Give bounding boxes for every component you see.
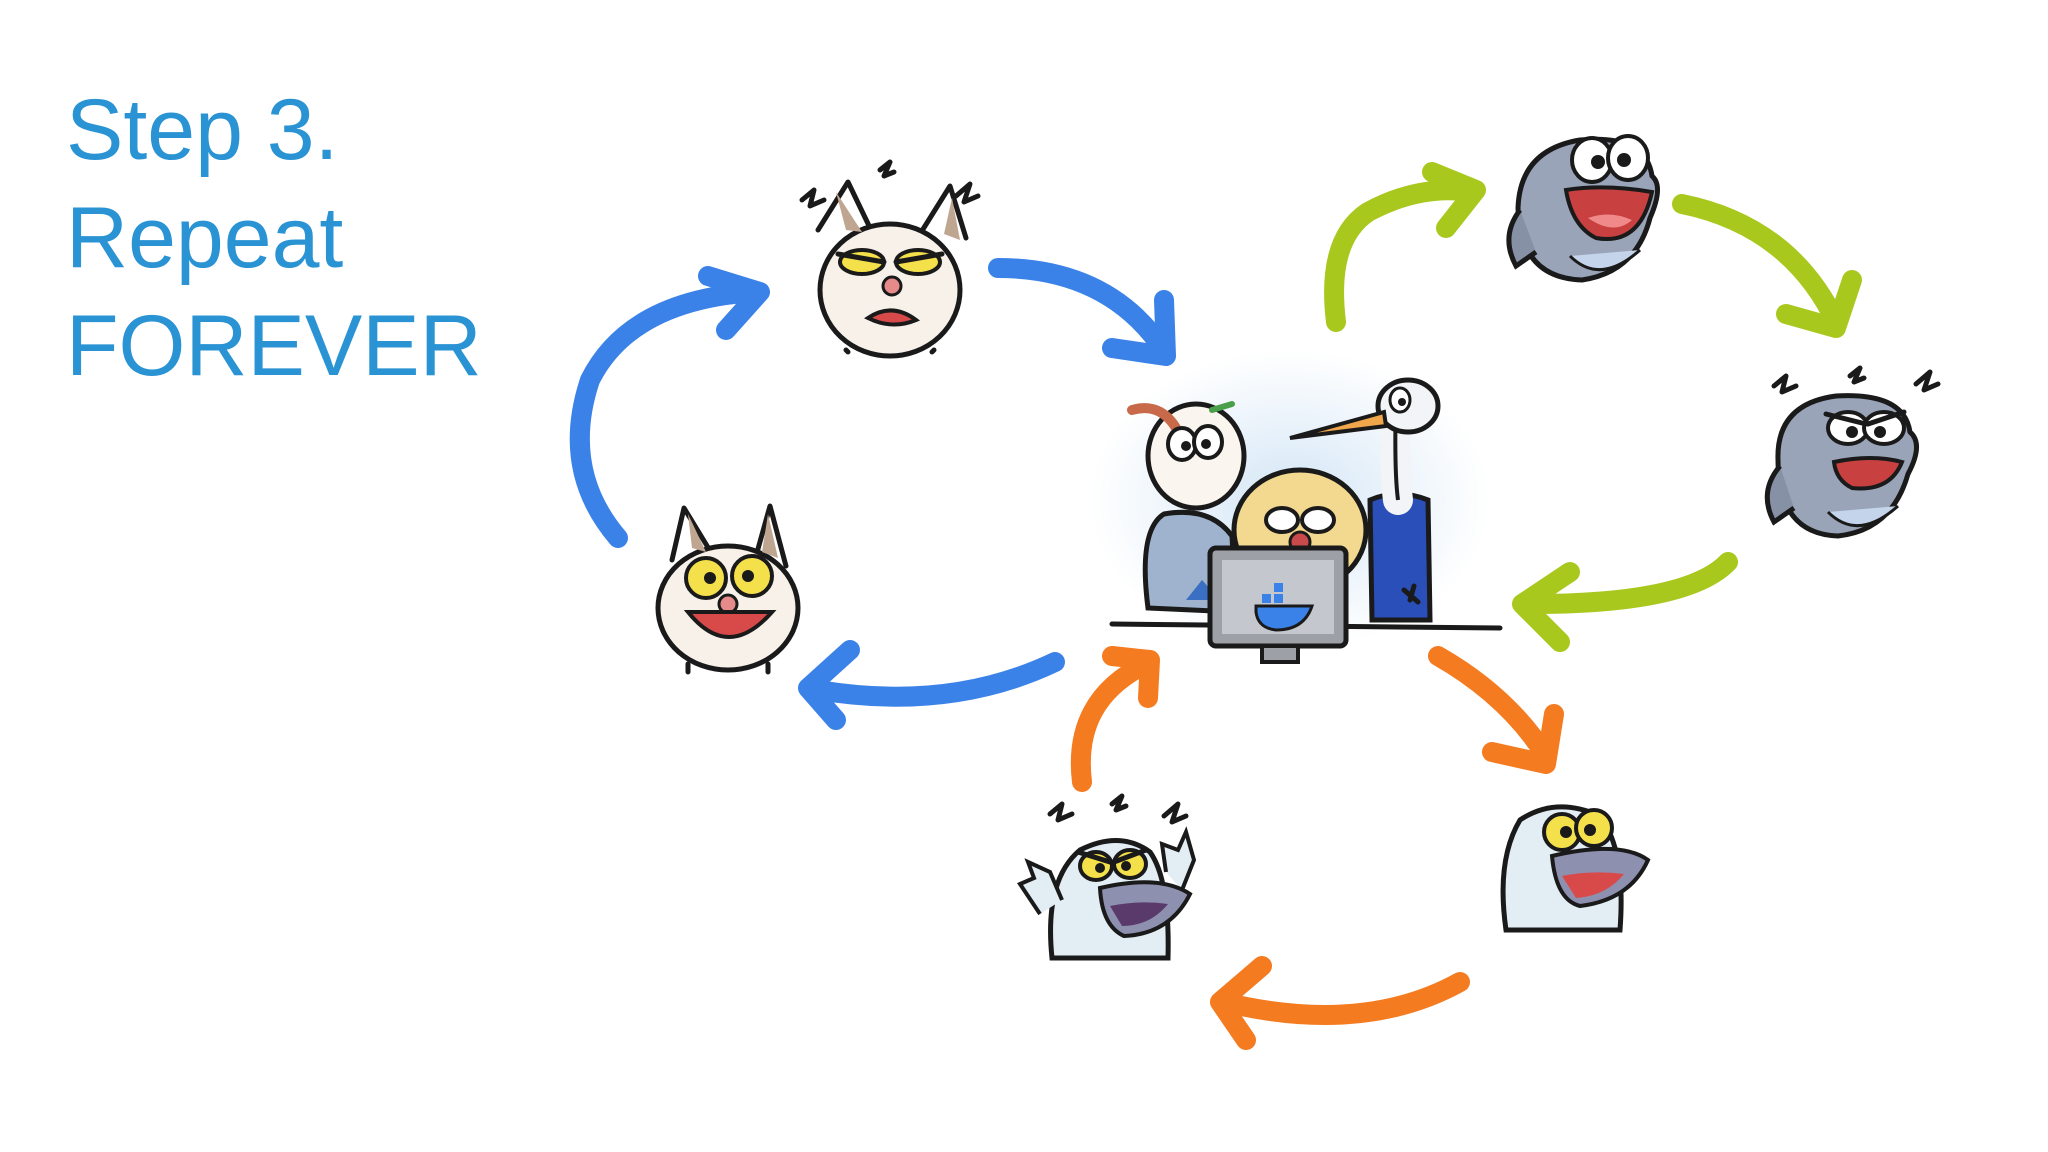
orange-arrow-bottom-head: [1210, 956, 1272, 1050]
green-arrow-right: [1672, 194, 1846, 332]
green-loop: [1324, 134, 1941, 652]
green-arrow-right-head: [1776, 270, 1862, 338]
orange-arrow-right-head: [1482, 704, 1564, 774]
green-arrow-up-head: [1422, 162, 1486, 238]
happy-bird-icon: [1500, 804, 1651, 933]
grumpy-cat-icon: [799, 159, 981, 359]
happy-fish-icon: [1506, 134, 1660, 283]
title-line-2: Repeat: [66, 190, 344, 286]
angry-fish-icon: [1764, 365, 1941, 539]
blue-arrow-top: [988, 258, 1175, 362]
blue-arrow-left-head: [698, 266, 770, 340]
orange-arrow-bottom: [1222, 972, 1470, 1025]
blue-arrow-top-head: [1102, 290, 1176, 366]
orange-arrow-up-head: [1102, 646, 1160, 708]
green-arrow-down: [1522, 552, 1738, 614]
slide-title: Step 3. Repeat FOREVER: [66, 76, 482, 400]
blue-arrow-bottom-head: [798, 640, 860, 730]
happy-cat-icon: [655, 503, 801, 675]
blue-loop: [569, 159, 1176, 730]
blue-arrow-bottom: [808, 652, 1065, 707]
green-arrow-up: [1324, 180, 1482, 332]
angry-bird-icon: [1017, 793, 1197, 961]
title-line-1: Step 3.: [66, 82, 339, 178]
green-arrow-down-head: [1512, 562, 1580, 652]
center-team-illustration: [1090, 350, 1503, 664]
blue-arrow-left: [569, 282, 765, 548]
orange-loop: [1017, 646, 1651, 1050]
orange-arrow-right: [1428, 646, 1556, 766]
title-line-3: FOREVER: [66, 298, 482, 394]
stork-icon: [1289, 377, 1441, 623]
orange-arrow-up: [1070, 654, 1156, 792]
laptop-icon: [1207, 545, 1349, 664]
